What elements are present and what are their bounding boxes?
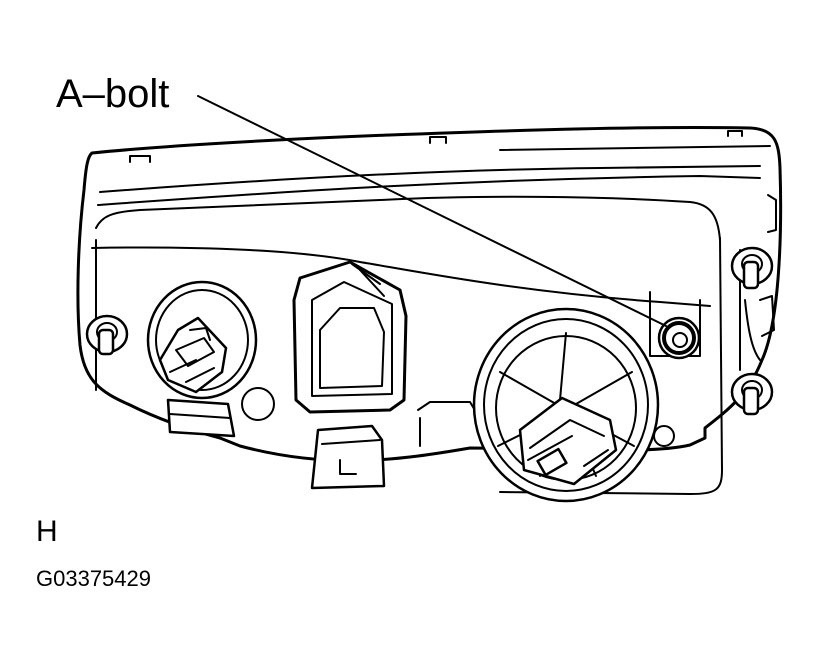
- right-upper-stud: [730, 246, 774, 290]
- main-bulb-socket: [472, 307, 660, 503]
- left-mounting-stud: [85, 314, 129, 356]
- left-bulb-socket: [146, 280, 275, 438]
- view-letter: H: [36, 515, 58, 548]
- figure-id: G03375429: [36, 566, 151, 591]
- callout-leader-line: [197, 95, 667, 327]
- right-lower-stud: [730, 372, 774, 416]
- bolt-a: [657, 316, 701, 360]
- callout-label: A–bolt: [56, 72, 170, 116]
- lamp-housing-outline: [76, 125, 783, 463]
- center-bracket: [292, 260, 408, 490]
